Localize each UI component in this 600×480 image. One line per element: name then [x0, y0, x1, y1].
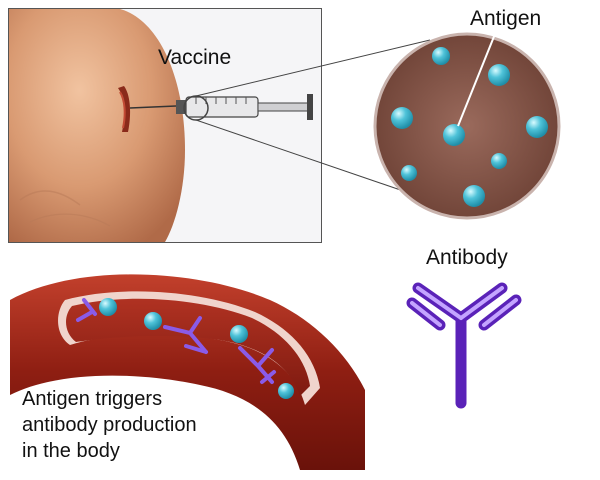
- caption: Antigen triggers antibody production in …: [22, 386, 312, 464]
- caption-line-1: Antigen triggers: [22, 388, 163, 410]
- antigen-label: Antigen: [470, 7, 542, 30]
- caption-line-3: in the body: [22, 440, 120, 462]
- antigen-zoom-circle: [373, 32, 561, 220]
- blood-vessel-icon: [10, 274, 365, 470]
- injection-panel: [8, 8, 322, 243]
- arm-icon: [9, 9, 185, 242]
- antibody-label: Antibody: [426, 246, 508, 269]
- caption-line-2: antibody production: [22, 414, 197, 436]
- vaccine-label: Vaccine: [158, 46, 232, 69]
- antigen-icon: [391, 47, 548, 207]
- antibody-icon: [406, 282, 522, 409]
